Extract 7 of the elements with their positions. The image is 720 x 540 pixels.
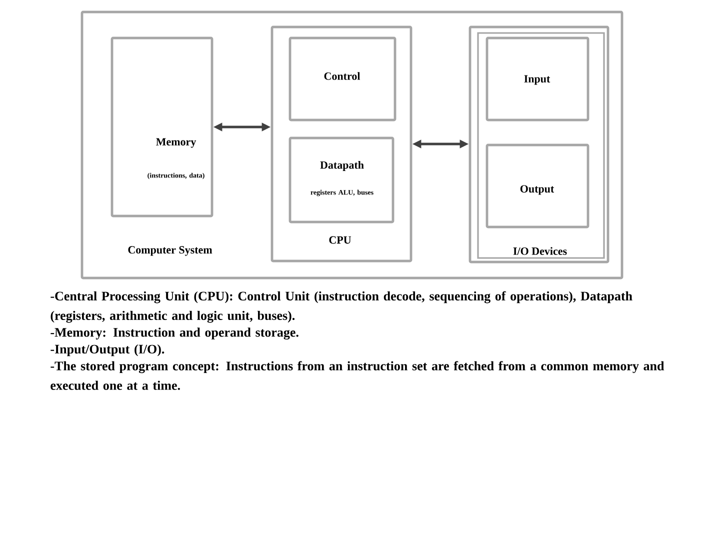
unit-box: Control	[288, 36, 396, 122]
bullet-note: -Central Processing Unit (CPU): Control Unit (instruction decode, sequencing of operations), Datapath (registers, arithmetic and logic unit, buses).	[50, 291, 632, 323]
bullet-note: -Memory: Instruction and operand storage.	[50, 328, 298, 340]
bullet-note: -Input/Output (I/O).	[50, 344, 164, 356]
unit-box: Input	[486, 36, 590, 122]
unit-box: Output	[486, 144, 590, 228]
bullet-note: -The stored program concept: Instructions from an instruction set are fetched from a common memory and executed one at a time.	[50, 361, 664, 390]
